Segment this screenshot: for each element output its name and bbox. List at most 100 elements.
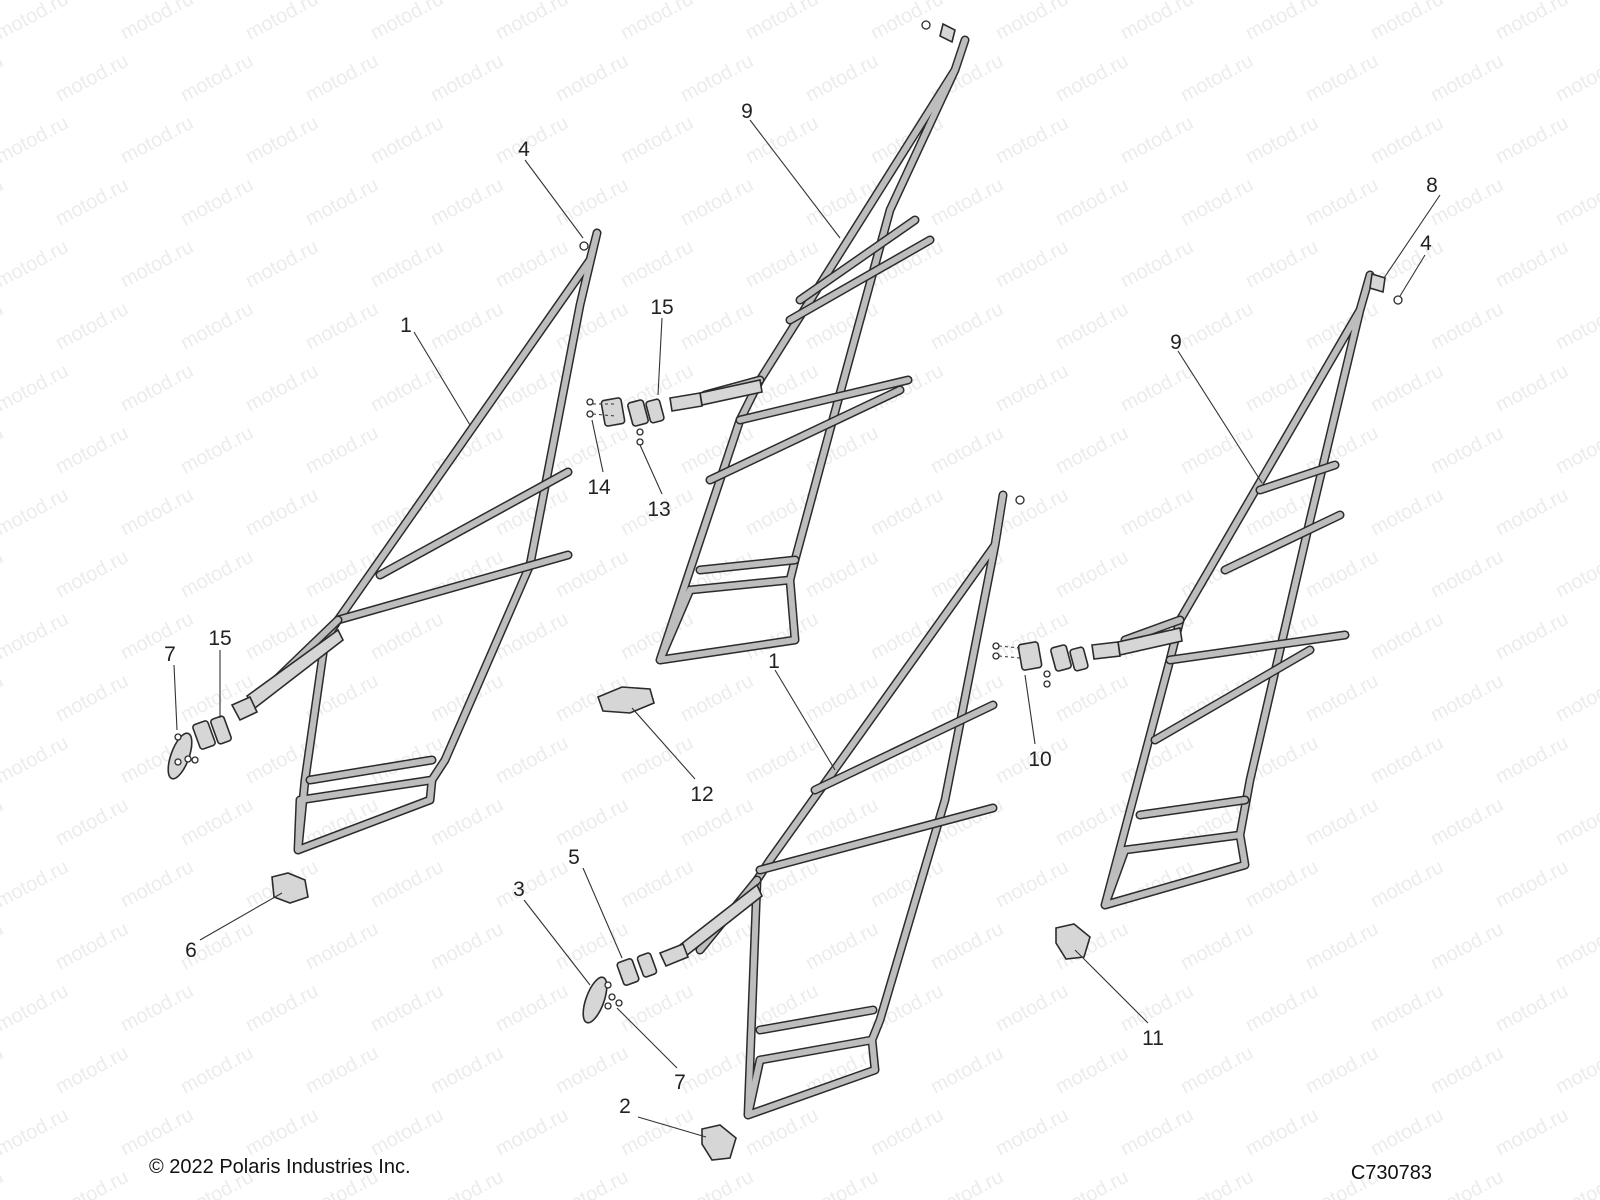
watermark-text: motod.ru: [867, 1104, 947, 1160]
callout-1-lower: 1: [768, 650, 780, 673]
watermark-text: motod.ru: [492, 0, 572, 44]
watermark-text: motod.ru: [1427, 918, 1507, 974]
callout-7-lower: 7: [674, 1071, 686, 1094]
watermark-text: motod.ru: [1367, 112, 1447, 168]
callout-15-upper: 15: [650, 296, 673, 319]
watermark-text: motod.ru: [1242, 1104, 1322, 1160]
watermark-text: motod.ru: [52, 794, 132, 850]
buckle-left-15: [192, 715, 232, 750]
watermark-text: motod.ru: [0, 670, 7, 726]
watermark-text: motod.ru: [1552, 918, 1600, 974]
watermark-text: motod.ru: [302, 174, 382, 230]
watermark-text: motod.ru: [1242, 0, 1322, 44]
watermark-text: motod.ru: [492, 856, 572, 912]
strap-left: [230, 628, 345, 722]
watermark-text: motod.ru: [867, 484, 947, 540]
watermark-text: motod.ru: [0, 112, 72, 168]
watermark-text: motod.ru: [52, 670, 132, 726]
watermark-text: motod.ru: [242, 112, 322, 168]
watermark-text: motod.ru: [617, 236, 697, 292]
watermark-text: motod.ru: [742, 732, 822, 788]
watermark-text: motod.ru: [1552, 298, 1600, 354]
watermark-text: motod.ru: [492, 236, 572, 292]
watermark-text: motod.ru: [1427, 546, 1507, 602]
watermark-text: motod.ru: [302, 50, 382, 106]
watermark-text: motod.ru: [427, 918, 507, 974]
watermark-text: motod.ru: [1552, 794, 1600, 850]
watermark-text: motod.ru: [1367, 0, 1447, 44]
watermark-text: motod.ru: [1427, 1166, 1507, 1200]
callout-labels: 1 1 2 3 4 4 5 6 7 7 8 9 9 10 11 12 13 14…: [164, 100, 1438, 1118]
watermark-text: motod.ru: [1552, 174, 1600, 230]
watermark-text: motod.ru: [0, 50, 7, 106]
watermark-text: motod.ru: [117, 236, 197, 292]
watermark-text: motod.ru: [677, 670, 757, 726]
watermark-text: motod.ru: [0, 0, 72, 44]
watermark-text: motod.ru: [1367, 608, 1447, 664]
watermark-text: motod.ru: [177, 546, 257, 602]
callout-6: 6: [185, 939, 197, 962]
watermark-text: motod.ru: [1302, 1042, 1382, 1098]
watermark-text: motod.ru: [1242, 112, 1322, 168]
bolt-top-middle: [921, 20, 931, 30]
watermark-text: motod.ru: [617, 856, 697, 912]
watermark-text: motod.ru: [0, 236, 72, 292]
watermark-text: motod.ru: [1367, 360, 1447, 416]
watermark-text: motod.ru: [177, 1042, 257, 1098]
watermark-text: motod.ru: [617, 732, 697, 788]
watermark-text: motod.ru: [177, 174, 257, 230]
watermark-text: motod.ru: [0, 732, 72, 788]
watermark-text: motod.ru: [1492, 608, 1572, 664]
latch-plate-left-7: [167, 732, 199, 780]
copyright-notice: © 2022 Polaris Industries Inc.: [149, 1156, 411, 1178]
watermark-text: motod.ru: [1492, 484, 1572, 540]
callout-4-left: 4: [518, 138, 530, 161]
watermark-text: motod.ru: [992, 856, 1072, 912]
watermark-text: motod.ru: [302, 918, 382, 974]
watermark-text: motod.ru: [117, 1104, 197, 1160]
watermark-text: motod.ru: [0, 980, 72, 1036]
watermark-text: motod.ru: [367, 980, 447, 1036]
watermark-text: motod.ru: [1492, 236, 1572, 292]
watermark-text: motod.ru: [1117, 112, 1197, 168]
watermark-text: motod.ru: [1242, 236, 1322, 292]
callout-7-left: 7: [164, 643, 176, 666]
watermark-text: motod.ru: [677, 794, 757, 850]
watermark-text: motod.ru: [177, 50, 257, 106]
watermark-text: motod.ru: [1302, 670, 1382, 726]
watermark-text: motod.ru: [117, 0, 197, 44]
watermark-text: motod.ru: [742, 236, 822, 292]
figure-code: C730783: [1350, 1162, 1432, 1184]
watermark-text: motod.ru: [1302, 794, 1382, 850]
watermark-text: motod.ru: [1552, 422, 1600, 478]
watermark-text: motod.ru: [1177, 1042, 1257, 1098]
watermark-text: motod.ru: [0, 1042, 7, 1098]
watermark-text: motod.ru: [802, 918, 882, 974]
watermark-text: motod.ru: [677, 298, 757, 354]
watermark-text: motod.ru: [1367, 484, 1447, 540]
buckle-upper-15: [586, 397, 665, 446]
watermark-text: motod.ru: [52, 298, 132, 354]
watermark-text: motod.ru: [492, 112, 572, 168]
watermark-text: motod.ru: [367, 360, 447, 416]
watermark-text: motod.ru: [617, 980, 697, 1036]
watermark-text: motod.ru: [302, 422, 382, 478]
door-frame-right: [1100, 270, 1375, 910]
watermark-text: motod.ru: [1177, 1166, 1257, 1200]
watermark-text: motod.ru: [242, 484, 322, 540]
watermark-text: motod.ru: [1052, 50, 1132, 106]
callout-8: 8: [1426, 174, 1438, 197]
watermark-text: motod.ru: [1052, 1042, 1132, 1098]
callout-1-left: 1: [400, 314, 412, 337]
watermark-text: motod.ru: [1242, 856, 1322, 912]
watermark-text: motod.ru: [552, 174, 632, 230]
watermark-text: motod.ru: [242, 360, 322, 416]
watermark-text: motod.ru: [52, 422, 132, 478]
watermark-text: motod.ru: [0, 422, 7, 478]
watermark-text: motod.ru: [117, 112, 197, 168]
watermark-text: motod.ru: [1427, 50, 1507, 106]
watermark-text: motod.ru: [0, 298, 7, 354]
watermark-text: motod.ru: [52, 1042, 132, 1098]
watermark-text: motod.ru: [552, 794, 632, 850]
watermark-text: motod.ru: [117, 608, 197, 664]
